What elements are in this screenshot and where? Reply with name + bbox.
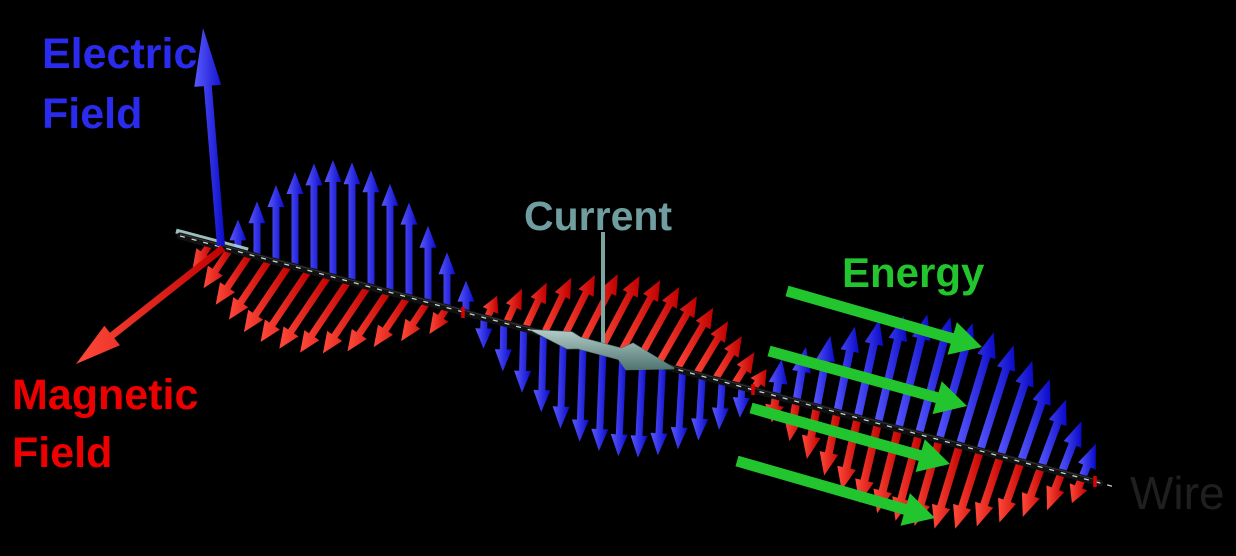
magnetic-field-arrow (521, 282, 547, 331)
electric-field-label: Electric Field (42, 24, 197, 144)
electric-wave-segment-3 (768, 314, 1096, 480)
energy-arrow-4 (735, 455, 935, 526)
electric-field-axis-arrow (194, 28, 225, 247)
electric-field-arrow (732, 386, 750, 418)
energy-arrow-2 (767, 345, 967, 415)
magnetic-field-label-line1: Magnetic (12, 371, 199, 419)
electric-field-arrow (362, 170, 380, 288)
magnetic-field-arrow (502, 288, 522, 325)
electric-field-arrow (400, 202, 418, 298)
electric-field-arrow (630, 360, 648, 458)
energy-arrow-3 (749, 402, 950, 472)
electric-field-arrow (1057, 421, 1082, 475)
electric-field-arrow (768, 359, 788, 397)
electric-field-arrow (955, 332, 996, 447)
electric-field-arrow (610, 354, 628, 457)
current-arrow (530, 329, 675, 371)
magnetic-field-arrow (674, 307, 714, 372)
magnetic-field-arrow (616, 280, 661, 356)
electric-field-arrow (571, 344, 589, 442)
electric-field-arrow (229, 219, 247, 252)
electric-field-arrow (248, 201, 266, 257)
magnetic-field-arrow (932, 444, 964, 529)
electric-field-arrow (894, 314, 931, 430)
magnetic-field-arrow (540, 277, 572, 336)
electric-field-arrow (650, 365, 668, 456)
electric-field-arrow (267, 185, 285, 262)
magnetic-field-arrow (429, 305, 450, 334)
electric-field-arrow (1017, 379, 1051, 464)
magnetic-field-arrow (482, 295, 499, 320)
magnetic-field-arrow (635, 287, 680, 361)
magnetic-field-arrow (801, 406, 821, 459)
electric-field-arrow (343, 162, 361, 283)
electric-field-arrow (1078, 443, 1096, 480)
electric-field-arrow (670, 370, 688, 450)
electric-field-arrow (381, 183, 399, 293)
wire-label: Wire (1130, 467, 1225, 519)
magnetic-field-arrow (322, 284, 371, 354)
energy-label: Energy (842, 249, 985, 296)
magnetic-field-label-line2: Field (12, 429, 113, 477)
magnetic-field-arrow (597, 276, 640, 351)
electric-field-arrow (324, 160, 342, 278)
electric-field-arrow (711, 381, 729, 430)
wire-start-highlight (175, 228, 249, 253)
magnetic-field-label: Magnetic Field (12, 366, 198, 482)
electric-field-arrow (1037, 399, 1067, 469)
magnetic-field-arrow (731, 352, 755, 387)
electric-field-arrow (691, 376, 709, 441)
magnetic-field-arrow (401, 300, 431, 342)
magnetic-field-arrow (300, 279, 352, 353)
magnetic-field-axis-arrow (76, 245, 226, 364)
electric-field-arrow (438, 252, 456, 308)
electric-field-arrow (996, 360, 1034, 458)
electric-field-arrow (591, 349, 609, 451)
magnetic-field-arrow (373, 295, 411, 348)
magnetic-field-arrow (975, 455, 1005, 527)
current-label: Current (524, 193, 673, 239)
electric-field-arrow (475, 317, 493, 349)
electric-field-arrow (286, 172, 304, 267)
electric-field-arrow (494, 322, 512, 372)
magnetic-field-arrow (260, 268, 312, 342)
magnetic-field-arrow (279, 273, 332, 349)
electric-field-label-line1: Electric (42, 30, 198, 78)
electric-field-arrow (514, 328, 532, 393)
magnetic-field-arrow (1069, 476, 1088, 504)
electric-field-arrow (305, 163, 323, 272)
electric-field-arrow (533, 333, 551, 413)
electric-field-arrow (935, 323, 975, 441)
electric-field-arrow (457, 280, 475, 313)
electric-field-arrow (976, 345, 1016, 452)
magnetic-field-arrow (1021, 465, 1045, 517)
magnetic-field-arrow (192, 242, 213, 271)
electric-field-arrow (874, 315, 908, 425)
magnetic-wave-segment-2 (482, 274, 767, 392)
electric-field-arrow (853, 319, 884, 419)
electric-field-arrow (419, 225, 437, 303)
magnetic-field-arrow (215, 252, 253, 305)
magnetic-field-arrow (655, 296, 697, 367)
electric-wave-segment-2 (475, 317, 750, 458)
magnetic-field-arrow (998, 460, 1025, 523)
magnetic-field-arrow (347, 289, 391, 352)
electric-field-label-line2: Field (42, 90, 143, 138)
energy-arrow-1 (785, 285, 982, 355)
magnetic-field-arrow (243, 263, 292, 333)
magnetic-field-arrow (559, 275, 595, 341)
magnetic-field-arrow (953, 449, 984, 529)
magnetic-field-arrow (693, 321, 729, 377)
electric-field-arrow (552, 338, 570, 429)
magnetic-wave-segment-1 (192, 242, 450, 354)
magnetic-field-arrow (1046, 471, 1066, 511)
electric-wave-segment-1 (229, 160, 475, 313)
magnetic-field-arrow (578, 274, 618, 346)
magnetic-field-arrow (819, 411, 842, 476)
electric-field-arrow (914, 317, 954, 436)
magnetic-field-arrow (203, 247, 233, 289)
magnetic-field-arrow (229, 258, 273, 320)
magnetic-field-arrow (712, 336, 742, 382)
